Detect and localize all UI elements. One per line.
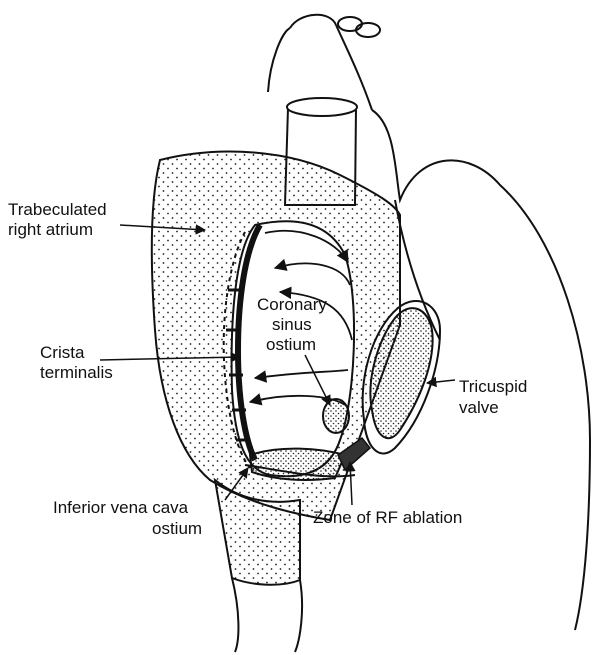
label-rf-zone: Zone of RF ablation <box>313 508 462 527</box>
label-trabeculated-line2: right atrium <box>8 220 93 239</box>
label-tricuspid-line2: valve <box>459 398 499 417</box>
label-ivc-line2: ostium <box>152 519 202 538</box>
label-coronary-line3: ostium <box>266 335 316 354</box>
inferior-vena-cava-tube <box>215 480 302 652</box>
label-coronary-line1: Coronary <box>257 295 327 314</box>
label-crista-line1: Crista <box>40 343 84 362</box>
label-coronary-line2: sinus <box>272 315 312 334</box>
label-ivc-line1: Inferior vena cava <box>53 498 188 517</box>
label-trabeculated-line1: Trabeculated <box>8 200 107 219</box>
great-vessels-outline <box>268 15 380 110</box>
coronary-sinus-ostium <box>323 399 349 433</box>
label-crista-line2: terminalis <box>40 363 113 382</box>
label-tricuspid-line1: Tricuspid <box>459 377 527 396</box>
